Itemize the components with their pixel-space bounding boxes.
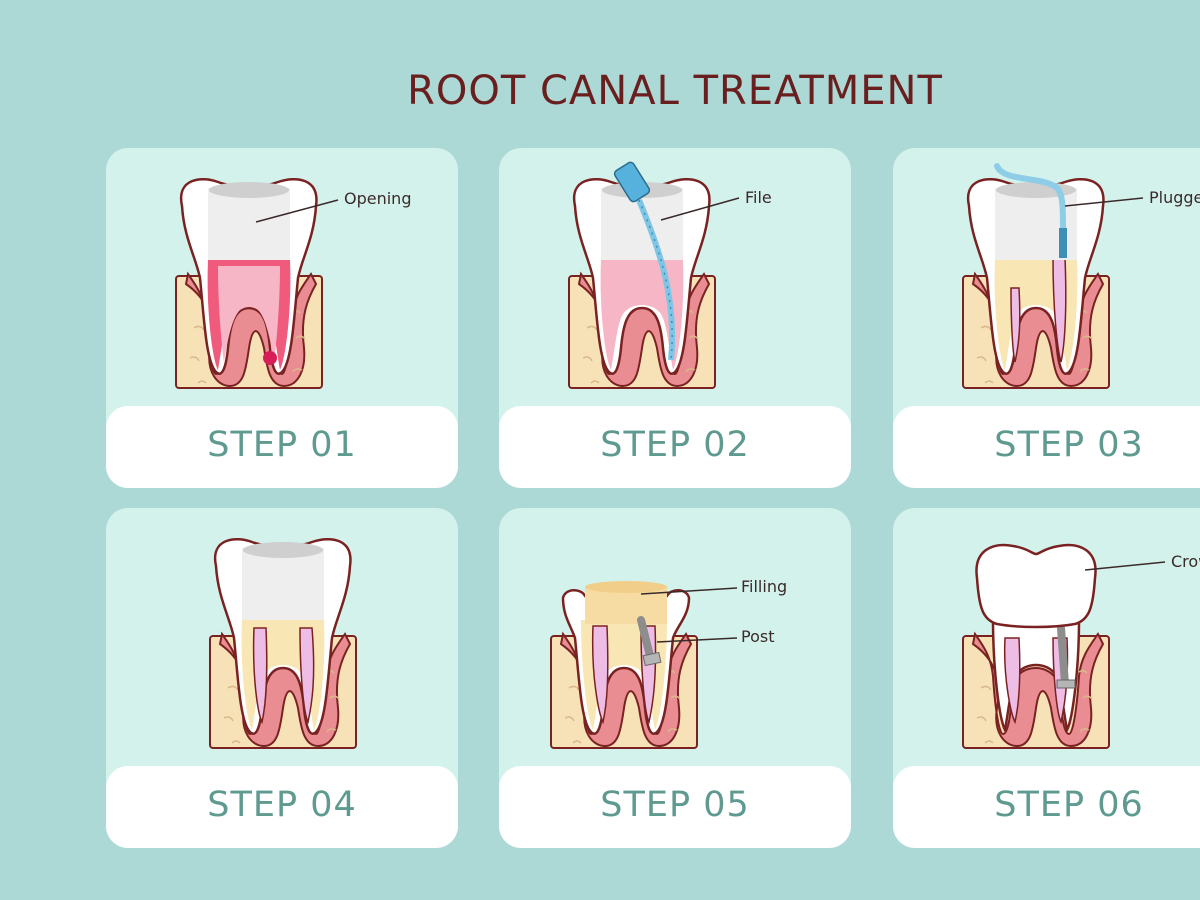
step-label-bar: STEP 02	[499, 406, 851, 488]
step-label-bar: STEP 01	[106, 406, 458, 488]
step-label-bar: STEP 05	[499, 766, 851, 848]
step-label-bar: STEP 04	[106, 766, 458, 848]
step-label: STEP 05	[600, 785, 750, 825]
callout-plugger: Plugger	[1149, 188, 1200, 207]
tooth-file-illustration: File	[568, 161, 772, 389]
page-title: ROOT CANAL TREATMENT	[407, 68, 943, 114]
callout-filling: Filling	[741, 577, 787, 596]
step-card-05: Filling Post STEP 05	[499, 508, 851, 848]
step-label: STEP 03	[994, 425, 1144, 465]
tooth-filling-post-illustration: Filling Post	[550, 577, 787, 749]
step-label-bar: STEP 06	[893, 766, 1200, 848]
tooth-crown-illustration: Crown	[962, 543, 1200, 749]
step-card-06: Crown STEP 06	[893, 508, 1200, 848]
callout-crown: Crown	[1171, 552, 1200, 571]
step-card-04: STEP 04	[106, 508, 458, 848]
callout-opening: Opening	[344, 189, 411, 208]
tooth-sealed-illustration	[209, 537, 357, 749]
callout-post: Post	[741, 627, 774, 646]
step-label: STEP 01	[207, 425, 357, 465]
callout-file: File	[745, 188, 772, 207]
step-card-01: Opening STEP 01	[106, 148, 458, 488]
step-label: STEP 04	[207, 785, 357, 825]
step-label-bar: STEP 03	[893, 406, 1200, 488]
tooth-opening-illustration: Opening	[175, 177, 411, 389]
step-card-02: File STEP 02	[499, 148, 851, 488]
tooth-plugger-illustration: Plugger	[962, 163, 1200, 389]
step-label: STEP 02	[600, 425, 750, 465]
step-label: STEP 06	[994, 785, 1144, 825]
step-card-03: Plugger STEP 03	[893, 148, 1200, 488]
